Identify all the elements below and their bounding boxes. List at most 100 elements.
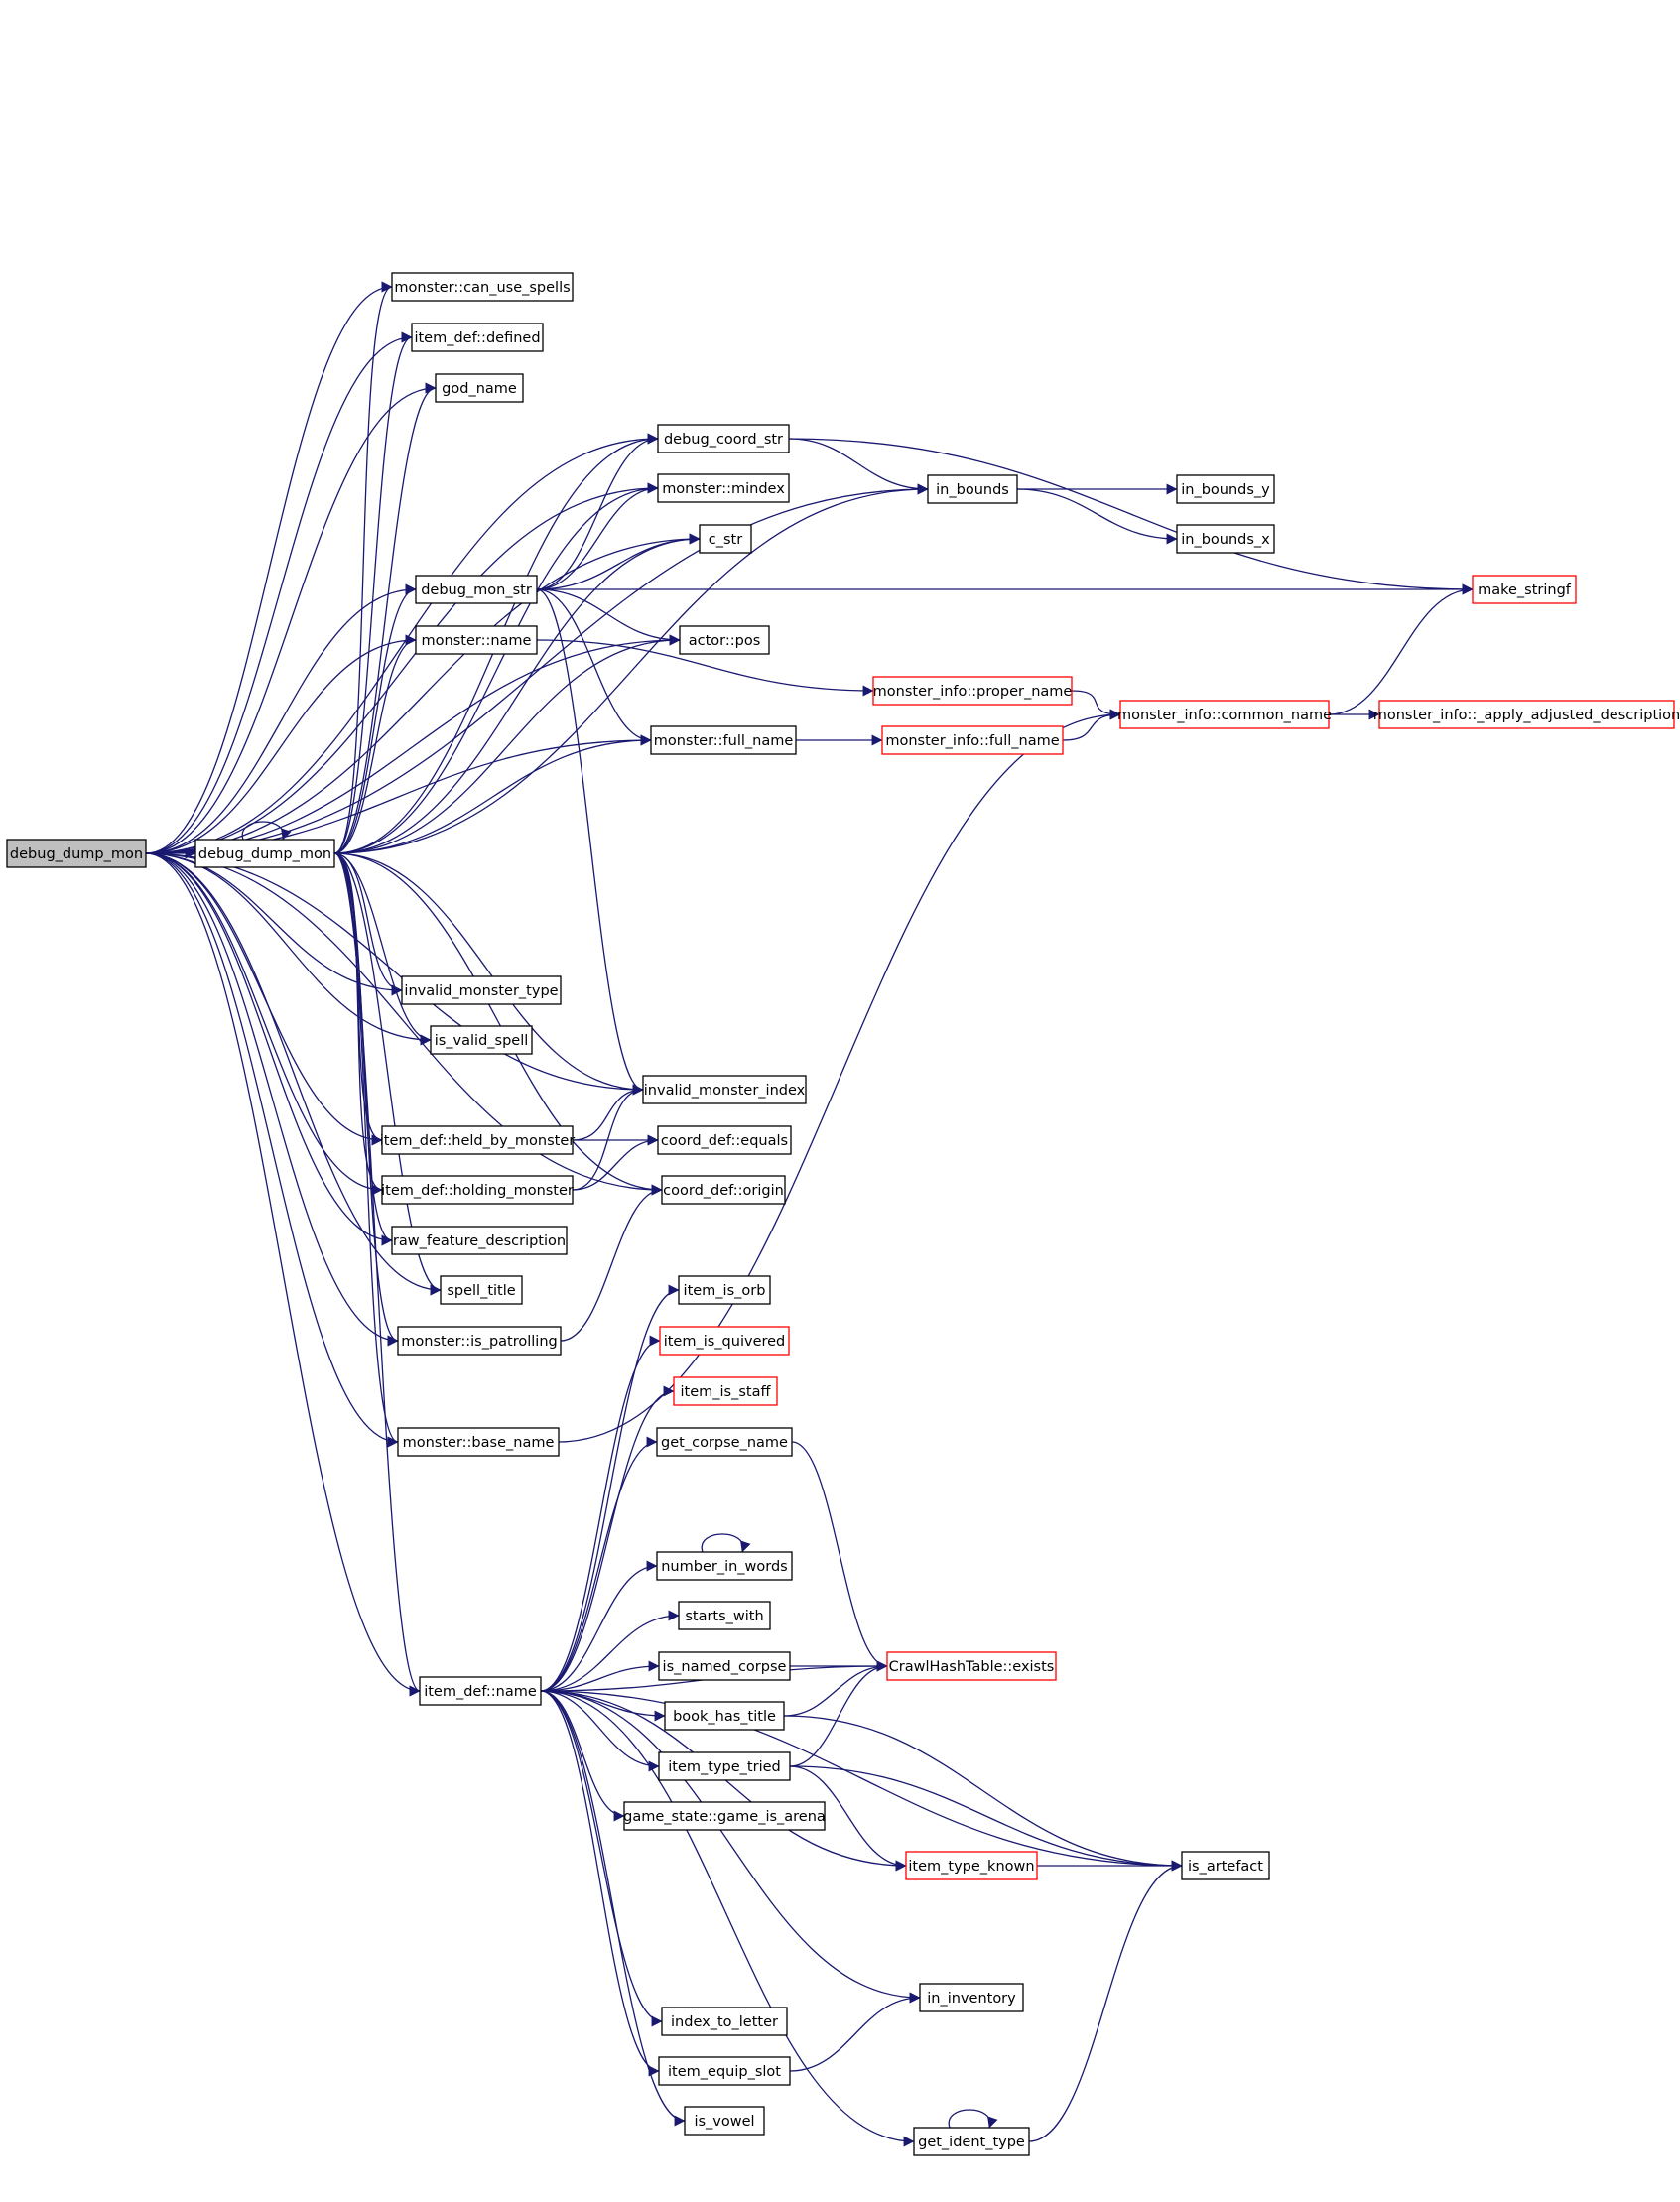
node-label: monster_info::common_name — [1117, 708, 1332, 723]
node-monster-name[interactable]: monster::name — [415, 625, 538, 655]
node-item-defined[interactable]: item_def::defined — [411, 323, 544, 352]
edge-debug-dump-mon-root-to-spell-title — [145, 852, 442, 1296]
node-box — [656, 1427, 793, 1457]
node-box — [391, 1226, 568, 1255]
node-label: in_bounds_x — [1181, 532, 1270, 548]
edge-get-corpse-name-to-hash-exists — [791, 1441, 888, 1672]
node-item-def-name[interactable]: item_def::name — [419, 1676, 542, 1706]
node-label: item_is_quivered — [664, 1334, 786, 1350]
node-label: is_valid_spell — [435, 1033, 529, 1049]
node-get-ident-type[interactable]: get_ident_type — [913, 2127, 1030, 2156]
node-can-use-spells[interactable]: monster::can_use_spells — [391, 272, 574, 302]
node-debug-dump-mon[interactable]: debug_dump_mon — [194, 839, 335, 868]
node-box — [679, 625, 770, 655]
node-is-patrolling[interactable]: monster::is_patrolling — [397, 1326, 562, 1356]
node-monster-base-name[interactable]: monster::base_name — [397, 1427, 560, 1457]
node-mi-full-name[interactable]: monster_info::full_name — [881, 725, 1064, 755]
edge-debug-dump-mon-root-to-in-bounds — [145, 483, 929, 854]
node-mindex[interactable]: monster::mindex — [657, 473, 790, 503]
edge-monster-name-to-mi-proper-name — [536, 639, 874, 697]
node-box — [661, 2007, 788, 2036]
node-box — [391, 272, 574, 302]
edge-item-def-name-to-is-artefact — [540, 1690, 1183, 1872]
node-box — [397, 1427, 560, 1457]
node-label: CrawlHashTable::exists — [889, 1659, 1055, 1675]
edge-item-def-name-to-item-is-staff — [540, 1385, 675, 1692]
node-label: number_in_words — [661, 1559, 788, 1575]
edge-get-ident-type-to-get-ident-type — [948, 2109, 998, 2129]
node-holding-monster[interactable]: item_def::holding_monster — [381, 1175, 574, 1205]
edge-debug-dump-mon-root-to-item-def-name — [145, 852, 421, 1697]
node-mi-apply-adj[interactable]: monster_info::_apply_adjusted_descriptio… — [1373, 700, 1680, 729]
node-label: debug_coord_str — [664, 432, 783, 448]
node-is-artefact[interactable]: is_artefact — [1181, 1851, 1270, 1880]
node-label: monster_info::_apply_adjusted_descriptio… — [1373, 708, 1680, 723]
node-is-valid-spell[interactable]: is_valid_spell — [430, 1025, 533, 1055]
node-actor-pos[interactable]: actor::pos — [679, 625, 770, 655]
node-is-vowel[interactable]: is_vowel — [684, 2106, 765, 2136]
node-box — [415, 625, 538, 655]
edge-debug-dump-mon-root-to-invalid-monster-index — [145, 852, 644, 1096]
node-label: c_str — [709, 532, 742, 548]
node-box — [6, 839, 147, 868]
node-box — [872, 676, 1073, 706]
node-invalid-monster-index[interactable]: invalid_monster_index — [642, 1075, 807, 1104]
node-number-in-words[interactable]: number_in_words — [656, 1551, 793, 1581]
edge-debug-dump-mon-to-item-def-name — [333, 852, 421, 1697]
node-in-inventory[interactable]: in_inventory — [919, 1983, 1024, 2012]
edge-debug-dump-mon-root-to-is-patrolling — [145, 852, 399, 1347]
node-box — [430, 1025, 533, 1055]
node-mi-proper-name[interactable]: monster_info::proper_name — [872, 676, 1073, 706]
node-is-named-corpse[interactable]: is_named_corpse — [658, 1651, 791, 1681]
node-item-is-orb[interactable]: item_is_orb — [678, 1275, 771, 1305]
node-label: item_is_orb — [684, 1283, 766, 1299]
node-in-bounds[interactable]: in_bounds — [927, 474, 1018, 504]
edge-item-def-name-to-item-type-tried — [540, 1690, 660, 1772]
node-label: monster::can_use_spells — [394, 280, 570, 296]
node-mi-common-name[interactable]: monster_info::common_name — [1117, 700, 1332, 729]
node-label: in_inventory — [927, 1991, 1016, 2007]
node-in-bounds-y[interactable]: in_bounds_y — [1176, 474, 1275, 504]
node-starts-with[interactable]: starts_with — [678, 1601, 771, 1630]
node-spell-title[interactable]: spell_title — [440, 1275, 523, 1305]
edge-debug-dump-mon-root-to-actor-pos — [145, 634, 681, 854]
node-box — [1378, 700, 1675, 729]
node-monster-full-name[interactable]: monster::full_name — [650, 725, 797, 755]
node-label: game_state::game_is_arena — [623, 1809, 826, 1825]
edge-mi-proper-name-to-mi-common-name — [1071, 690, 1121, 720]
node-debug-dump-mon-root[interactable]: debug_dump_mon — [6, 839, 147, 868]
node-label: raw_feature_description — [393, 1233, 566, 1249]
node-in-bounds-x[interactable]: in_bounds_x — [1176, 524, 1275, 554]
node-held-by-monster[interactable]: item_def::held_by_monster — [380, 1125, 575, 1155]
node-label: item_type_tried — [668, 1759, 780, 1775]
node-god-name[interactable]: god_name — [435, 373, 524, 403]
edge-holding-monster-to-invalid-monster-index — [572, 1084, 644, 1191]
node-game-is-arena[interactable]: game_state::game_is_arena — [623, 1801, 826, 1831]
edge-debug-dump-mon-root-to-raw-feature-description — [145, 852, 393, 1246]
edge-debug-mon-str-to-actor-pos — [536, 588, 681, 646]
node-make-stringf[interactable]: make_stringf — [1472, 575, 1577, 604]
edge-item-def-name-to-starts-with — [540, 1610, 680, 1692]
node-item-is-quivered[interactable]: item_is_quivered — [659, 1326, 790, 1356]
node-box — [419, 1676, 542, 1706]
edge-debug-dump-mon-root-to-debug-mon-str — [145, 583, 417, 854]
edge-debug-dump-mon-to-coord-origin — [333, 852, 663, 1196]
node-c-str[interactable]: c_str — [699, 524, 752, 554]
node-raw-feature-description[interactable]: raw_feature_description — [391, 1226, 568, 1255]
node-label: item_def::name — [424, 1684, 537, 1700]
node-get-corpse-name[interactable]: get_corpse_name — [656, 1427, 793, 1457]
node-label: book_has_title — [673, 1709, 776, 1725]
node-item-is-staff[interactable]: item_is_staff — [673, 1376, 778, 1406]
node-book-has-title[interactable]: book_has_title — [664, 1701, 785, 1731]
node-invalid-monster-type[interactable]: invalid_monster_type — [401, 975, 562, 1005]
node-debug-coord-str[interactable]: debug_coord_str — [657, 424, 790, 453]
node-debug-mon-str[interactable]: debug_mon_str — [415, 575, 538, 604]
node-item-type-tried[interactable]: item_type_tried — [658, 1751, 791, 1781]
node-index-to-letter[interactable]: index_to_letter — [661, 2007, 788, 2036]
node-label: item_def::held_by_monster — [380, 1133, 575, 1149]
node-coord-origin[interactable]: coord_def::origin — [661, 1175, 786, 1205]
node-item-equip-slot[interactable]: item_equip_slot — [658, 2056, 791, 2086]
node-item-type-known[interactable]: item_type_known — [905, 1851, 1038, 1880]
node-hash-exists[interactable]: CrawlHashTable::exists — [886, 1651, 1057, 1681]
node-coord-equals[interactable]: coord_def::equals — [657, 1125, 792, 1155]
